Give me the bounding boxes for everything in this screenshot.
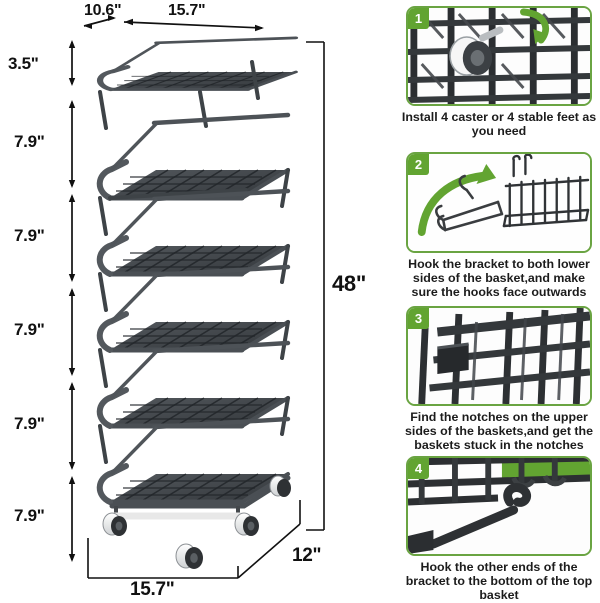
product-illustration: [68, 15, 325, 579]
step-3-image-frame: 3: [406, 306, 592, 406]
caster-wheels: [102, 475, 291, 569]
step-2-caption: Hook the bracket to both lower sides of …: [408, 257, 590, 300]
step-4-caption: Hook the other ends of the bracket to th…: [405, 560, 593, 603]
dimension-tier-1: 3.5": [8, 54, 39, 73]
dimension-top-width: 15.7": [168, 2, 206, 19]
step-4: 4: [398, 456, 600, 603]
dimension-tier-5: 7.9": [14, 414, 45, 433]
dimension-tier-3: 7.9": [14, 226, 45, 245]
step-2-image-frame: 2: [406, 152, 592, 253]
dimension-tier-2: 7.9": [14, 132, 45, 151]
dimension-overall-height: 48": [332, 271, 367, 296]
assembly-steps-column: 1: [398, 0, 600, 603]
dimension-tier-4: 7.9": [14, 320, 45, 339]
step-2-badge: 2: [408, 154, 429, 175]
step-2-photo-bracket-hook: [408, 154, 590, 251]
dimension-bottom-depth: 12": [292, 545, 322, 566]
step-1-badge: 1: [408, 8, 429, 29]
dimension-bottom-width: 15.7": [130, 579, 175, 600]
step-4-photo-bracket-to-top-basket: [408, 458, 590, 554]
dimension-top-depth: 10.6": [84, 2, 122, 19]
step-1-photo-caster-install: [408, 8, 590, 104]
step-4-image-frame: 4: [406, 456, 592, 556]
step-1-caption: Install 4 caster or 4 stable feet as you…: [401, 110, 597, 139]
product-dimension-diagram: 10.6" 15.7" 3.5" 7.9" 7.9" 7.9" 7.9" 7.9…: [8, 2, 367, 600]
step-4-badge: 4: [408, 458, 429, 479]
dimension-tier-6: 7.9": [14, 506, 45, 525]
step-3-photo-notches: [408, 308, 590, 404]
step-2: 2: [398, 152, 600, 300]
step-1-image-frame: 1: [406, 6, 592, 106]
step-3-caption: Find the notches on the upper sides of t…: [405, 410, 593, 453]
step-3: 3: [398, 306, 600, 453]
step-3-badge: 3: [408, 308, 429, 329]
step-1: 1: [398, 6, 600, 138]
